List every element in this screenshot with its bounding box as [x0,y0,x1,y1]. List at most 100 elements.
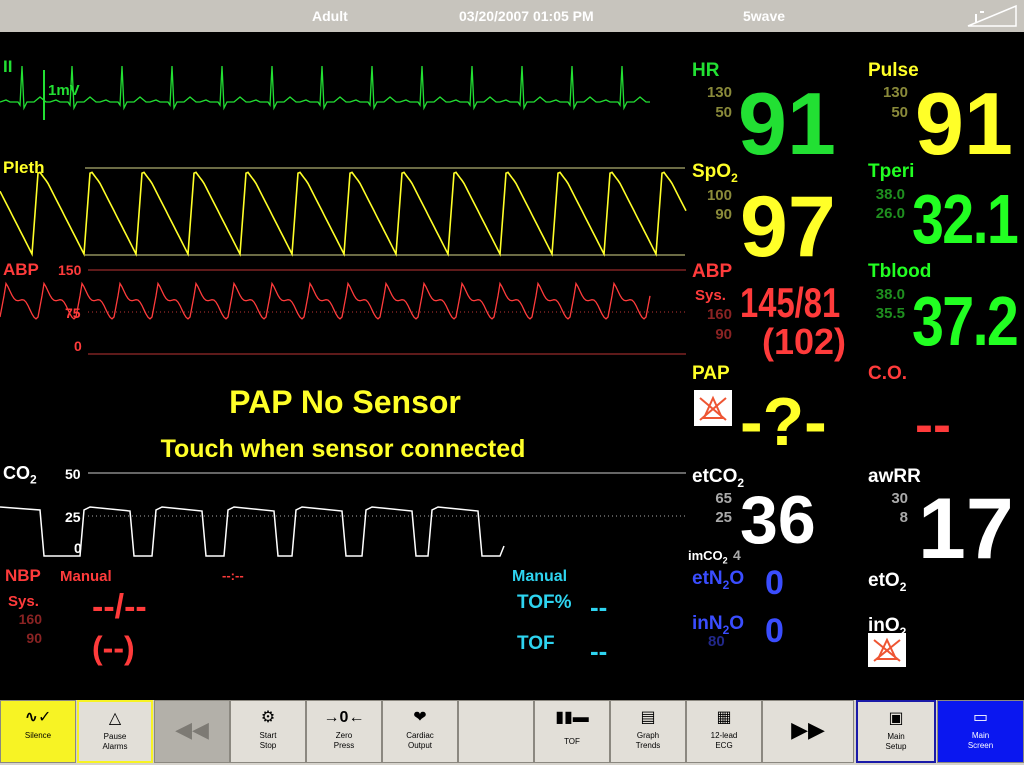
co2-waveform [0,506,505,557]
inn2o-label[interactable]: inN2O [692,613,745,637]
pap-label[interactable]: PAP [692,363,730,384]
abp-scale-low: 0 [74,338,82,354]
spo2-label[interactable]: SpO2 [692,161,738,185]
etco2-label[interactable]: etCO2 [692,466,745,490]
patient-type[interactable]: Adult [312,8,348,24]
silence-icon: ∿✓ [24,709,52,726]
etn2o-label[interactable]: etN2O [692,568,745,592]
nbp-mean-value: (--) [92,630,135,666]
abp-scale-mid: 75 [65,305,81,321]
tof-label: TOF [517,633,555,654]
cardiac-output-value[interactable]: -- [915,395,951,455]
ino2-label[interactable]: inO2 [868,615,907,639]
status-bar: Adult 03/20/2007 01:05 PM 5wave [0,0,1024,32]
abp-scale-high: 150 [58,262,82,278]
etco2-low-limit: 25 [715,509,732,526]
hr-high-limit: 130 [706,84,732,101]
date-time[interactable]: 03/20/2007 01:05 PM [459,8,594,24]
alarm-off-icon [694,390,732,426]
tperi-high-limit: 38.0 [875,186,905,203]
waveform-area[interactable] [0,32,690,572]
hr-low-limit: 50 [715,104,732,121]
co2-scale-mid: 25 [65,509,81,525]
abp-sys-label: Sys. [695,287,726,304]
tblood-high-limit: 38.0 [875,286,905,303]
awrr-label[interactable]: awRR [868,466,921,487]
ecg-lead-label[interactable]: II [3,57,13,76]
previous-page-button[interactable]: ◀◀ [154,700,230,763]
screen-icon: ▭ [972,709,989,726]
nbp-low-limit: 90 [26,630,42,646]
pulse-value[interactable]: 91 [915,74,1013,173]
tof-percent-value: -- [590,592,608,622]
nbp-cuff-icon: ⚙ [260,709,276,726]
eto2-label[interactable]: etO2 [868,570,907,594]
nbp-sys-label: Sys. [8,593,39,610]
co2-wave-label[interactable]: CO2 [3,463,37,487]
hr-label[interactable]: HR [692,60,720,81]
tperi-low-limit: 26.0 [875,205,905,222]
abp-low-limit: 90 [715,326,732,343]
signal-strength-icon [967,4,1017,27]
abp-waveform [0,281,651,320]
tof-percent-label: TOF% [517,592,572,613]
pulse-low-limit: 50 [891,104,908,121]
abp-wave-label[interactable]: ABP [3,260,39,279]
pleth-label[interactable]: Pleth [3,158,45,177]
abp-value[interactable]: 145/81 [740,279,841,326]
awrr-value[interactable]: 17 [918,481,1014,577]
tblood-value[interactable]: 37.2 [912,282,1019,360]
pulse-label[interactable]: Pulse [868,60,919,81]
cardiac-output-label[interactable]: C.O. [868,363,908,384]
tof-mode[interactable]: Manual [512,568,568,585]
spo2-high-limit: 100 [706,187,732,204]
nbp-label[interactable]: NBP [5,566,41,585]
abp-label[interactable]: ABP [692,261,733,282]
empty-button[interactable] [458,700,534,763]
ecg-scale-label: 1mV [48,82,80,99]
spo2-value[interactable]: 97 [740,179,836,275]
ecg-grid-icon: ▦ [716,709,732,726]
spo2-low-limit: 90 [715,206,732,223]
etco2-value[interactable]: 36 [740,482,816,558]
nbp-value[interactable]: --/-- [92,588,147,626]
imco2-label: imCO2 [688,548,728,566]
abp-high-limit: 160 [706,306,732,323]
rewind-icon: ◀◀ [175,717,209,742]
tof-value: -- [590,636,608,666]
etn2o-value[interactable]: 0 [765,564,784,602]
pap-no-sensor-message[interactable]: PAP No Sensor [229,384,461,420]
abp-mean-value: (102) [762,321,847,362]
ecg-waveform [0,65,650,111]
silence-button[interactable]: ∿✓ Silence [0,700,76,763]
nbp-time: --:-- [222,568,244,583]
tperi-label[interactable]: Tperi [868,161,915,182]
inn2o-value[interactable]: 0 [765,612,784,650]
tblood-label[interactable]: Tblood [868,261,932,282]
heart-icon: ❤ [413,709,427,726]
nbp-mode[interactable]: Manual [60,568,112,585]
next-page-button[interactable]: ▶▶ [762,700,854,763]
pap-connect-hint[interactable]: Touch when sensor connected [160,435,526,463]
pulse-high-limit: 130 [882,84,908,101]
tperi-value[interactable]: 32.1 [912,180,1019,258]
pap-value[interactable]: -?- [740,384,827,460]
trend-graph-icon: ▤ [640,709,656,726]
zero-pressure-icon: →0← [323,709,365,726]
co2-scale-low: 0 [74,540,82,556]
screen-config[interactable]: 5wave [743,8,786,24]
tof-button[interactable]: ▮▮▬ TOF [534,700,610,763]
alarm-off-icon [868,633,906,667]
alarm-triangle-icon: △ [108,710,122,727]
tblood-low-limit: 35.5 [875,305,905,322]
hr-value[interactable]: 91 [738,74,836,173]
tof-bars-icon: ▮▮▬ [555,709,589,726]
